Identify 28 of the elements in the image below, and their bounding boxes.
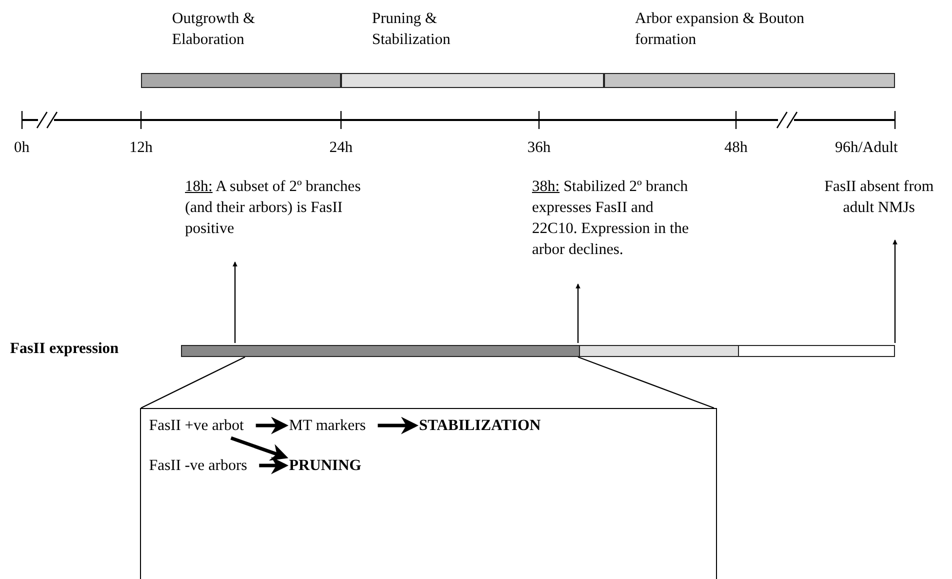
arrow (230, 436, 288, 461)
stage-heading: Outgrowth & Elaboration (172, 9, 256, 50)
tick-label: 48h (724, 139, 748, 156)
arrow (576, 284, 580, 343)
tick-label: 12h (129, 139, 153, 156)
arrow (256, 416, 288, 434)
expression-label: FasII expression (10, 340, 119, 358)
tick-label: 24h (329, 139, 353, 156)
flow-text: MT markers (289, 416, 366, 436)
outcome-text: STABILIZATION (419, 416, 541, 436)
stage-heading: Pruning & Stabilization (372, 9, 452, 50)
arrow (378, 416, 418, 434)
flow-text: FasII -ve arbors (149, 456, 248, 476)
tick-label: 0h (14, 139, 30, 156)
outcome-text: PRUNING (289, 456, 362, 476)
stage-heading: Arbor expansion & Bouton formation (635, 9, 806, 50)
note-text: FasII absent from adult NMJs (823, 177, 935, 218)
arrow (259, 456, 288, 474)
arrow (232, 262, 238, 343)
tick-label: 36h (527, 139, 551, 156)
inset-panel (140, 408, 717, 579)
flow-text: FasII +ve arbot (149, 416, 244, 436)
note-text: 18h: A subset of 2º branches (and their arbors) is FasII positive (185, 177, 362, 239)
note-text: 38h: Stabilized 2º branch expresses FasII and 22C10. Expression in the arbor declines. (532, 177, 690, 260)
arrow (892, 240, 898, 343)
tick-label: 96h/Adult (835, 139, 898, 156)
connector-line (140, 356, 246, 409)
connector-line (578, 356, 714, 409)
